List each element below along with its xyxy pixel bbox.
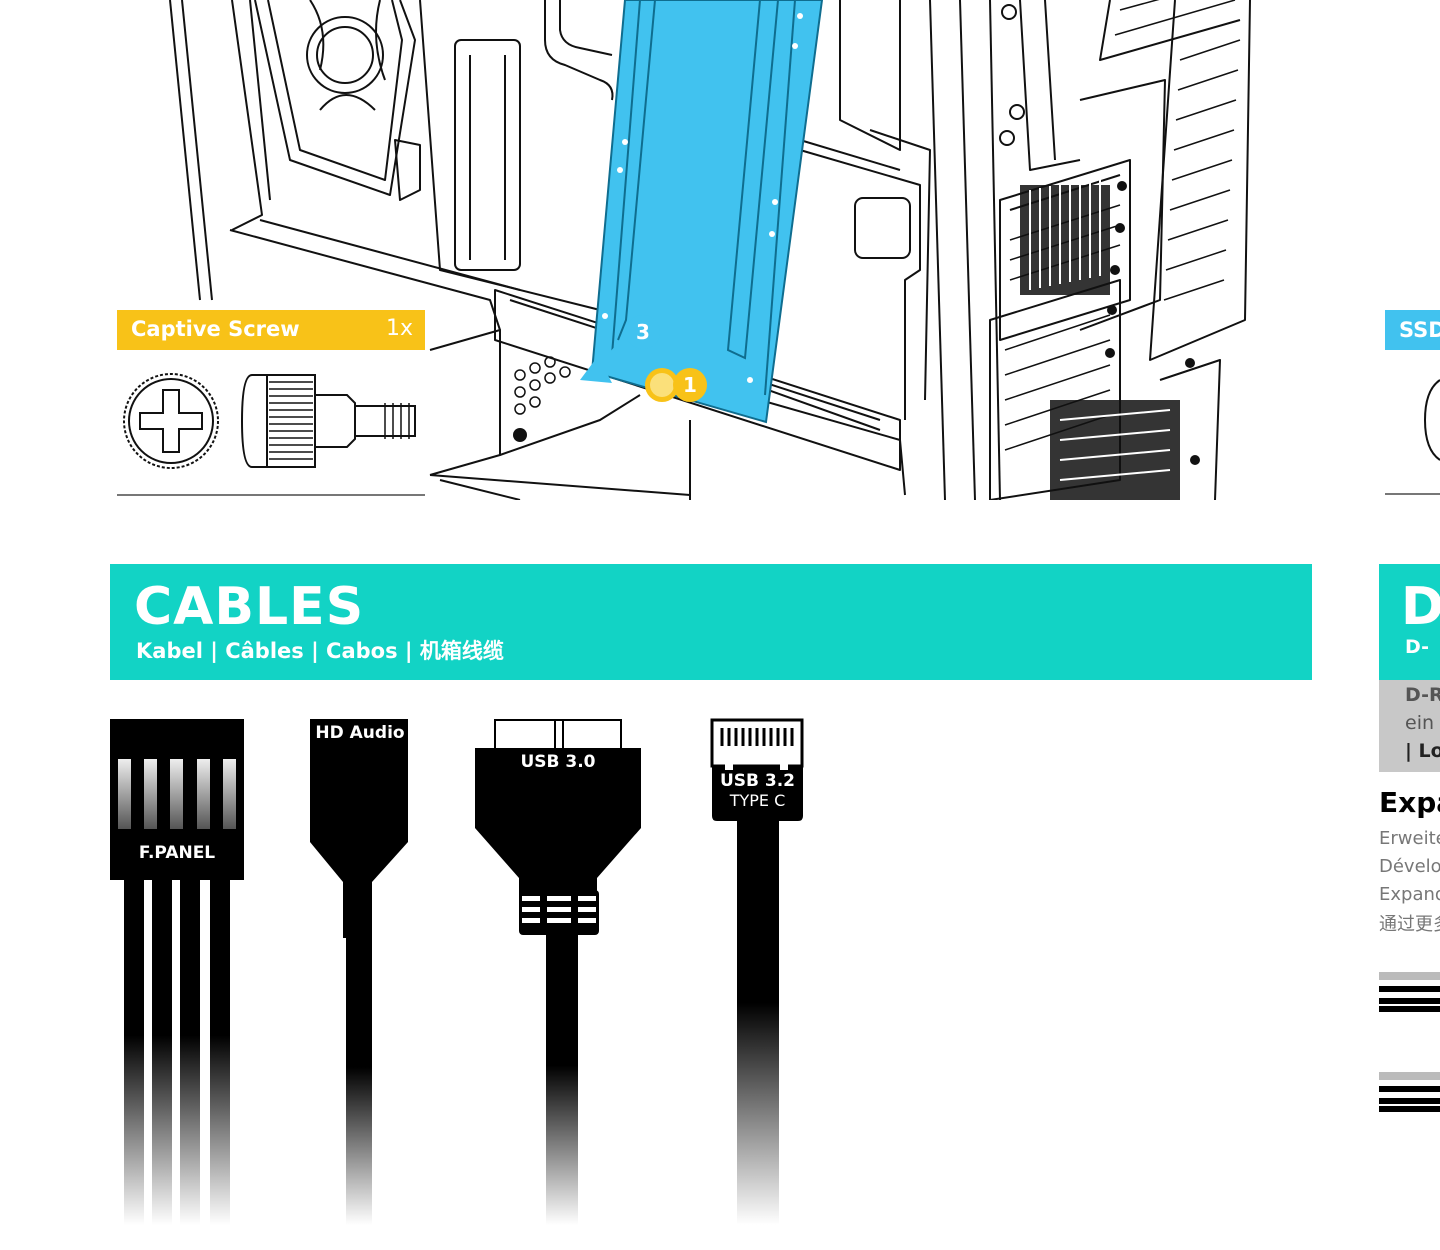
body-line: 通过更多 [1379,914,1440,935]
note-line: D-R [1405,684,1440,706]
cable-stripe-decoration [1379,1072,1440,1080]
ssd-screw-icon [1423,379,1440,461]
type-c-label: TYPE C [729,791,786,810]
captive-screw-quantity: 1x [385,316,413,341]
next-section-subtitle: D- [1405,636,1430,658]
next-section-body: Expa Erweite Dévelo Expand 通过更多 [1379,786,1440,936]
body-line: Expand [1379,884,1440,905]
cables-section-banner: CABLES Kabel | Câbles | Cabos | 机箱线缆 [110,564,1312,680]
usb-3-2-type-c-connector [710,718,804,1225]
cable-stripe-decoration [1379,986,1440,992]
step-1-badge: 1 [683,373,697,397]
cable-stripe-decoration [1379,998,1440,1004]
step-3-badge: 3 [636,320,650,344]
f-panel-connector [110,719,244,1225]
captive-screw-panel: Captive Screw 1x [117,310,425,496]
cable-stripe-decoration [1379,972,1440,980]
cables-section-subtitle: Kabel | Câbles | Cabos | 机箱线缆 [136,639,504,663]
hd-audio-label: HD Audio [315,723,405,743]
cable-stripe-decoration [1379,1006,1440,1012]
next-section-heading: Expa [1379,786,1440,819]
note-line: ein [1405,712,1435,734]
cables-illustration [110,718,804,1225]
next-section-title: D [1401,577,1440,637]
note-line: | Los [1405,740,1440,762]
captive-screw-title: Captive Screw [131,317,300,341]
usb-3-0-label: USB 3.0 [520,752,596,772]
ssd-panel-divider [1385,493,1440,495]
cable-stripe-decoration [1379,1086,1440,1092]
captive-screw-divider [117,494,425,496]
case-assembly-illustration [169,0,1251,500]
body-line: Erweite [1379,828,1440,849]
cables-section-title: CABLES [134,577,365,637]
hd-audio-connector [310,719,408,1225]
ssd-panel-header: SSD [1385,310,1440,350]
captive-screw-icon [123,373,416,469]
usb-3-0-connector [475,719,641,1225]
next-section-note: D-R ein | Los [1379,680,1440,772]
cable-stripe-decoration [1379,1106,1440,1112]
f-panel-label: F.PANEL [138,843,216,863]
body-line: Dévelo [1379,856,1440,877]
usb-3-2-label: USB 3.2 [719,771,796,791]
next-section-banner: D D- [1379,564,1440,680]
captive-screw-header: Captive Screw 1x [117,310,425,350]
cable-stripe-decoration [1379,1098,1440,1104]
